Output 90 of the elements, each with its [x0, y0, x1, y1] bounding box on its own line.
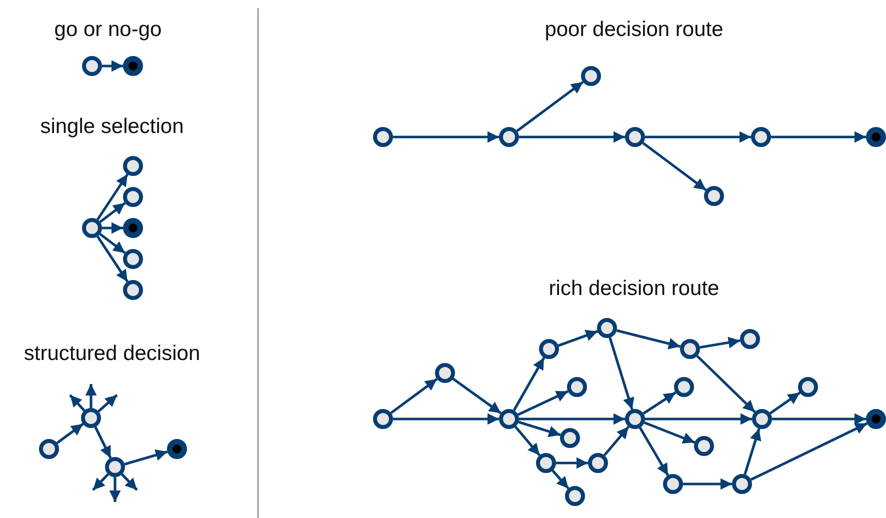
decision-node — [732, 474, 752, 494]
arrow — [519, 413, 625, 425]
arrow — [771, 131, 866, 143]
arrow — [517, 390, 569, 416]
decision-node — [798, 377, 818, 397]
arrow — [56, 422, 84, 444]
arrow — [102, 60, 123, 72]
decision-node — [123, 156, 143, 176]
section-heading: poor decision route — [544, 18, 724, 42]
arrow — [393, 413, 499, 425]
arrow — [69, 394, 86, 412]
arrow — [519, 131, 625, 143]
arrow — [744, 428, 762, 475]
decision-node — [435, 363, 455, 383]
section-heading: structured decision — [24, 342, 200, 366]
arrow — [102, 222, 123, 234]
arrow — [642, 142, 707, 192]
decision-node — [123, 187, 143, 207]
arrow — [696, 355, 756, 413]
arrow — [518, 420, 561, 438]
arrow — [638, 426, 670, 476]
arrow — [109, 477, 121, 502]
decision-node — [567, 377, 587, 397]
decision-node — [625, 127, 645, 147]
arrow — [683, 478, 732, 490]
arrow — [556, 457, 588, 469]
decision-node — [82, 218, 102, 238]
arrow — [750, 422, 868, 481]
decision-node — [536, 453, 556, 473]
arrow — [645, 131, 751, 143]
arrow — [96, 174, 129, 220]
decision-node — [123, 249, 143, 269]
decision-node — [740, 329, 760, 349]
arrow — [99, 202, 126, 224]
arrow — [644, 421, 696, 444]
end-node — [167, 439, 187, 459]
decision-node — [539, 339, 559, 359]
arrow — [700, 336, 740, 349]
arrow — [772, 413, 866, 425]
end-node — [123, 56, 143, 76]
arrow — [94, 426, 112, 459]
decision-node — [581, 66, 601, 86]
arrow — [616, 329, 681, 350]
decision-node — [674, 377, 694, 397]
decision-node — [704, 186, 724, 206]
decision-node — [39, 439, 59, 459]
decision-node — [597, 318, 617, 338]
decision-node — [751, 127, 771, 147]
arrow — [558, 330, 598, 347]
decision-node — [588, 453, 608, 473]
arrow — [92, 473, 110, 491]
arrow — [769, 392, 801, 414]
decision-node — [373, 409, 393, 429]
arrow — [608, 337, 634, 410]
arrow — [516, 80, 584, 132]
decision-node — [82, 56, 102, 76]
end-node — [123, 218, 143, 238]
arrow — [512, 357, 546, 411]
arrow — [85, 384, 97, 408]
arrow — [124, 449, 168, 466]
section-heading: go or no-go — [54, 18, 162, 42]
arrow — [514, 426, 541, 456]
decision-node — [625, 409, 645, 429]
decision-node — [752, 409, 772, 429]
decision-node — [81, 408, 101, 428]
decision-node — [499, 409, 519, 429]
arrow — [603, 426, 630, 456]
decision-node — [565, 486, 585, 506]
arrow — [452, 378, 502, 414]
arrow — [645, 413, 752, 425]
decision-node — [373, 127, 393, 147]
decision-node — [105, 457, 125, 477]
section-heading: single selection — [40, 115, 184, 139]
decision-node — [663, 474, 683, 494]
arrow — [552, 470, 570, 490]
arrow — [393, 131, 499, 143]
decision-node — [499, 127, 519, 147]
decision-node — [694, 436, 714, 456]
decision-node — [123, 280, 143, 300]
end-node — [866, 127, 886, 147]
arrow — [96, 236, 129, 282]
decision-node — [680, 339, 700, 359]
arrow — [642, 391, 676, 415]
arrow — [99, 232, 126, 254]
end-node — [866, 409, 886, 429]
section-heading: rich decision route — [548, 277, 720, 301]
arrow — [120, 473, 138, 491]
decision-node — [560, 428, 580, 448]
arrow — [390, 378, 438, 414]
arrow — [98, 394, 118, 412]
